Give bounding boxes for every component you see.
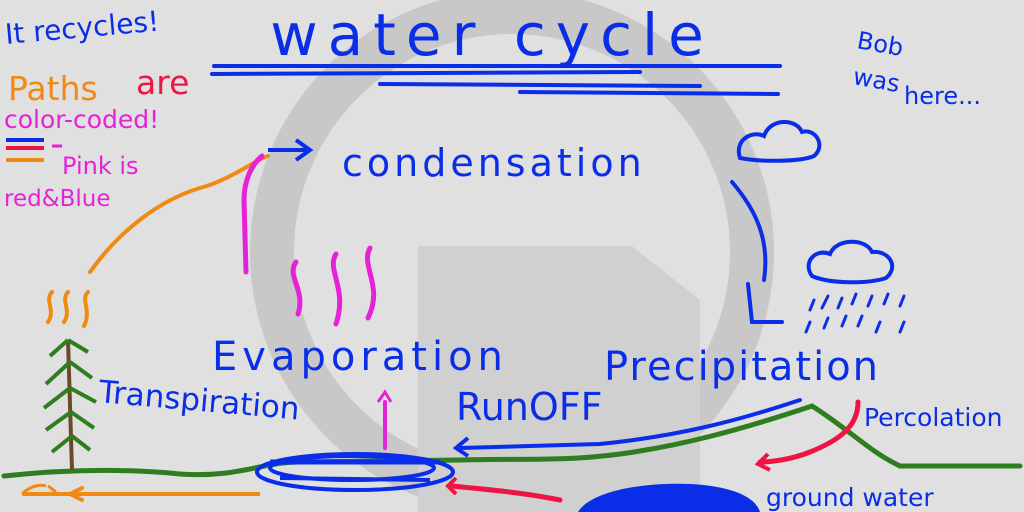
legend-swatches — [6, 138, 62, 162]
label-evaporation: Evaporation — [212, 334, 508, 380]
note-recycles: It recycles! — [4, 5, 161, 51]
lake-evaporation-arrowhead — [376, 389, 393, 403]
note-bob-line3: here... — [904, 82, 981, 110]
underground-arrow-tail — [20, 483, 57, 496]
note-are: are — [136, 63, 189, 102]
runoff-path — [458, 398, 802, 450]
groundwater-flow-arrow — [449, 483, 563, 503]
condensation-to-precipitation-path — [730, 180, 768, 282]
ground-line — [1, 403, 1023, 479]
note-red-blue: red&Blue — [4, 186, 111, 212]
title-underline — [210, 64, 782, 96]
label-transpiration: Transpiration — [96, 374, 301, 427]
label-condensation: condensation — [342, 141, 646, 185]
tree-icon — [42, 338, 97, 471]
runoff-arrowhead — [452, 436, 470, 458]
note-color-coded: color-coded! — [4, 105, 159, 134]
ground-water-pool — [578, 483, 760, 512]
underground-arrowhead — [68, 486, 84, 502]
label-ground-water: ground water — [766, 483, 934, 512]
percolation-arrow — [757, 399, 861, 465]
note-bob-line2: was — [851, 62, 902, 98]
lake-icon — [255, 452, 455, 492]
condensation-arrowhead — [294, 138, 314, 162]
evaporation-path — [241, 153, 265, 275]
label-precipitation: Precipitation — [604, 344, 880, 390]
cloud-icon — [736, 120, 822, 163]
rain-cloud-icon — [804, 239, 906, 334]
percolation-arrowhead — [754, 452, 771, 472]
groundwater-flow-arrowhead — [445, 476, 458, 496]
precipitation-corner-path — [746, 282, 784, 324]
page-title: water cycle — [270, 1, 714, 69]
label-runoff: RunOFF — [456, 385, 603, 429]
transpiration-heat-waves — [46, 290, 90, 328]
heat-waves-icon — [290, 245, 377, 327]
note-pink-is: Pink is — [62, 152, 139, 180]
note-paths: Paths — [8, 69, 98, 108]
label-percolation: Percolation — [864, 403, 1003, 432]
transpiration-path — [88, 154, 270, 274]
note-bob-line1: Bob — [855, 26, 906, 62]
